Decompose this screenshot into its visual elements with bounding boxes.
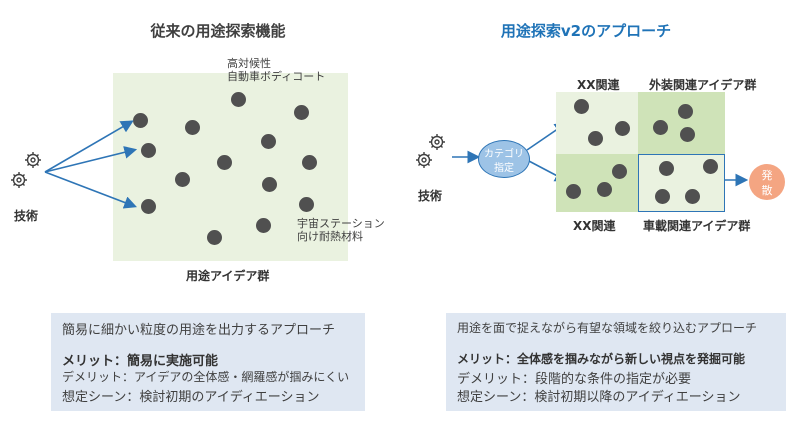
left-info-scene: 想定シーン：検討初期のアイディエーション xyxy=(62,390,320,405)
arrow-fan xyxy=(44,120,138,209)
right-info-scene: 想定シーン：検討初期以降のアイディエーション xyxy=(457,390,741,405)
grid-label-bl: XX関連 xyxy=(573,219,616,233)
idea-dot xyxy=(217,155,232,170)
diverge-line2: 散 xyxy=(761,184,773,197)
left-info-summary: 簡易に細かい粒度の用途を出力するアプローチ xyxy=(62,323,336,338)
left-info-demerit: デメリット：アイデアの全体感・網羅感が掴みにくい xyxy=(62,370,350,384)
idea-dot xyxy=(680,127,695,142)
idea-dot xyxy=(597,182,612,197)
idea-dot xyxy=(185,120,200,135)
grid-cell-bl xyxy=(556,154,638,212)
idea-dot xyxy=(141,199,156,214)
idea-dot xyxy=(133,113,148,128)
left-info-box: 簡易に細かい粒度の用途を出力するアプローチ メリット：簡易に実施可能 デメリット… xyxy=(51,313,365,411)
idea-dot xyxy=(615,121,630,136)
grid-cell-tr xyxy=(638,92,725,154)
grid-label-br: 車載関連アイデア群 xyxy=(643,219,751,233)
idea-dot xyxy=(659,161,674,176)
grid-cell-tl xyxy=(556,92,638,154)
left-tech-label: 技術 xyxy=(14,209,39,223)
idea-dot xyxy=(678,104,693,119)
grid-label-tr: 外装関連アイデア群 xyxy=(649,78,757,92)
gear-icon xyxy=(416,134,445,168)
idea-dot xyxy=(256,218,271,233)
category-bubble-line2: 指定 xyxy=(494,163,514,174)
idea-dot xyxy=(207,230,222,245)
idea-group-label: 用途アイデア群 xyxy=(186,269,270,283)
idea-dot xyxy=(655,189,670,204)
right-info-demerit: デメリット：段階的な条件の指定が必要 xyxy=(457,372,692,387)
category-bubble: カテゴリ 指定 xyxy=(478,140,530,178)
idea-dot xyxy=(685,189,700,204)
right-info-merit: メリット：全体感を掴みながら新しい視点を発掘可能 xyxy=(457,352,746,366)
left-title: 従来の用途探索機能 xyxy=(150,22,286,40)
gear-icon xyxy=(11,152,41,188)
idea-cloud-panel xyxy=(113,73,348,261)
category-bubble-line1: カテゴリ xyxy=(484,149,524,160)
annotation-coating-1: 高対候性 xyxy=(227,57,271,70)
diverge-line1: 発 xyxy=(761,169,773,182)
idea-dot xyxy=(299,197,314,212)
right-info-summary: 用途を面で捉えながら有望な領域を絞り込むアプローチ xyxy=(457,321,758,335)
idea-dot xyxy=(588,131,603,146)
grid-cell-br-selected xyxy=(638,154,725,212)
annotation-coating-2: 自動車ボディコート xyxy=(227,70,326,83)
right-title: 用途探索v2のアプローチ xyxy=(500,22,672,40)
grid-label-tl: XX関連 xyxy=(577,78,620,92)
diverge-bubble: 発 散 xyxy=(749,164,785,200)
idea-dot xyxy=(294,105,309,120)
left-info-merit: メリット：簡易に実施可能 xyxy=(62,354,219,369)
idea-dot xyxy=(262,177,277,192)
idea-dot xyxy=(175,172,190,187)
right-tech-label: 技術 xyxy=(418,189,443,203)
idea-dot xyxy=(574,99,589,114)
right-info-box: 用途を面で捉えながら有望な領域を絞り込むアプローチ メリット：全体感を掴みながら… xyxy=(446,313,786,411)
idea-dot xyxy=(612,164,627,179)
idea-dot xyxy=(566,184,581,199)
idea-dot xyxy=(653,120,668,135)
idea-dot xyxy=(261,134,276,149)
annotation-space-2: 向け耐熱材料 xyxy=(297,230,363,243)
idea-dot xyxy=(703,159,718,174)
annotation-space-1: 宇宙ステーション xyxy=(297,217,385,230)
idea-dot xyxy=(141,143,156,158)
idea-dot xyxy=(302,155,317,170)
idea-dot xyxy=(231,92,246,107)
